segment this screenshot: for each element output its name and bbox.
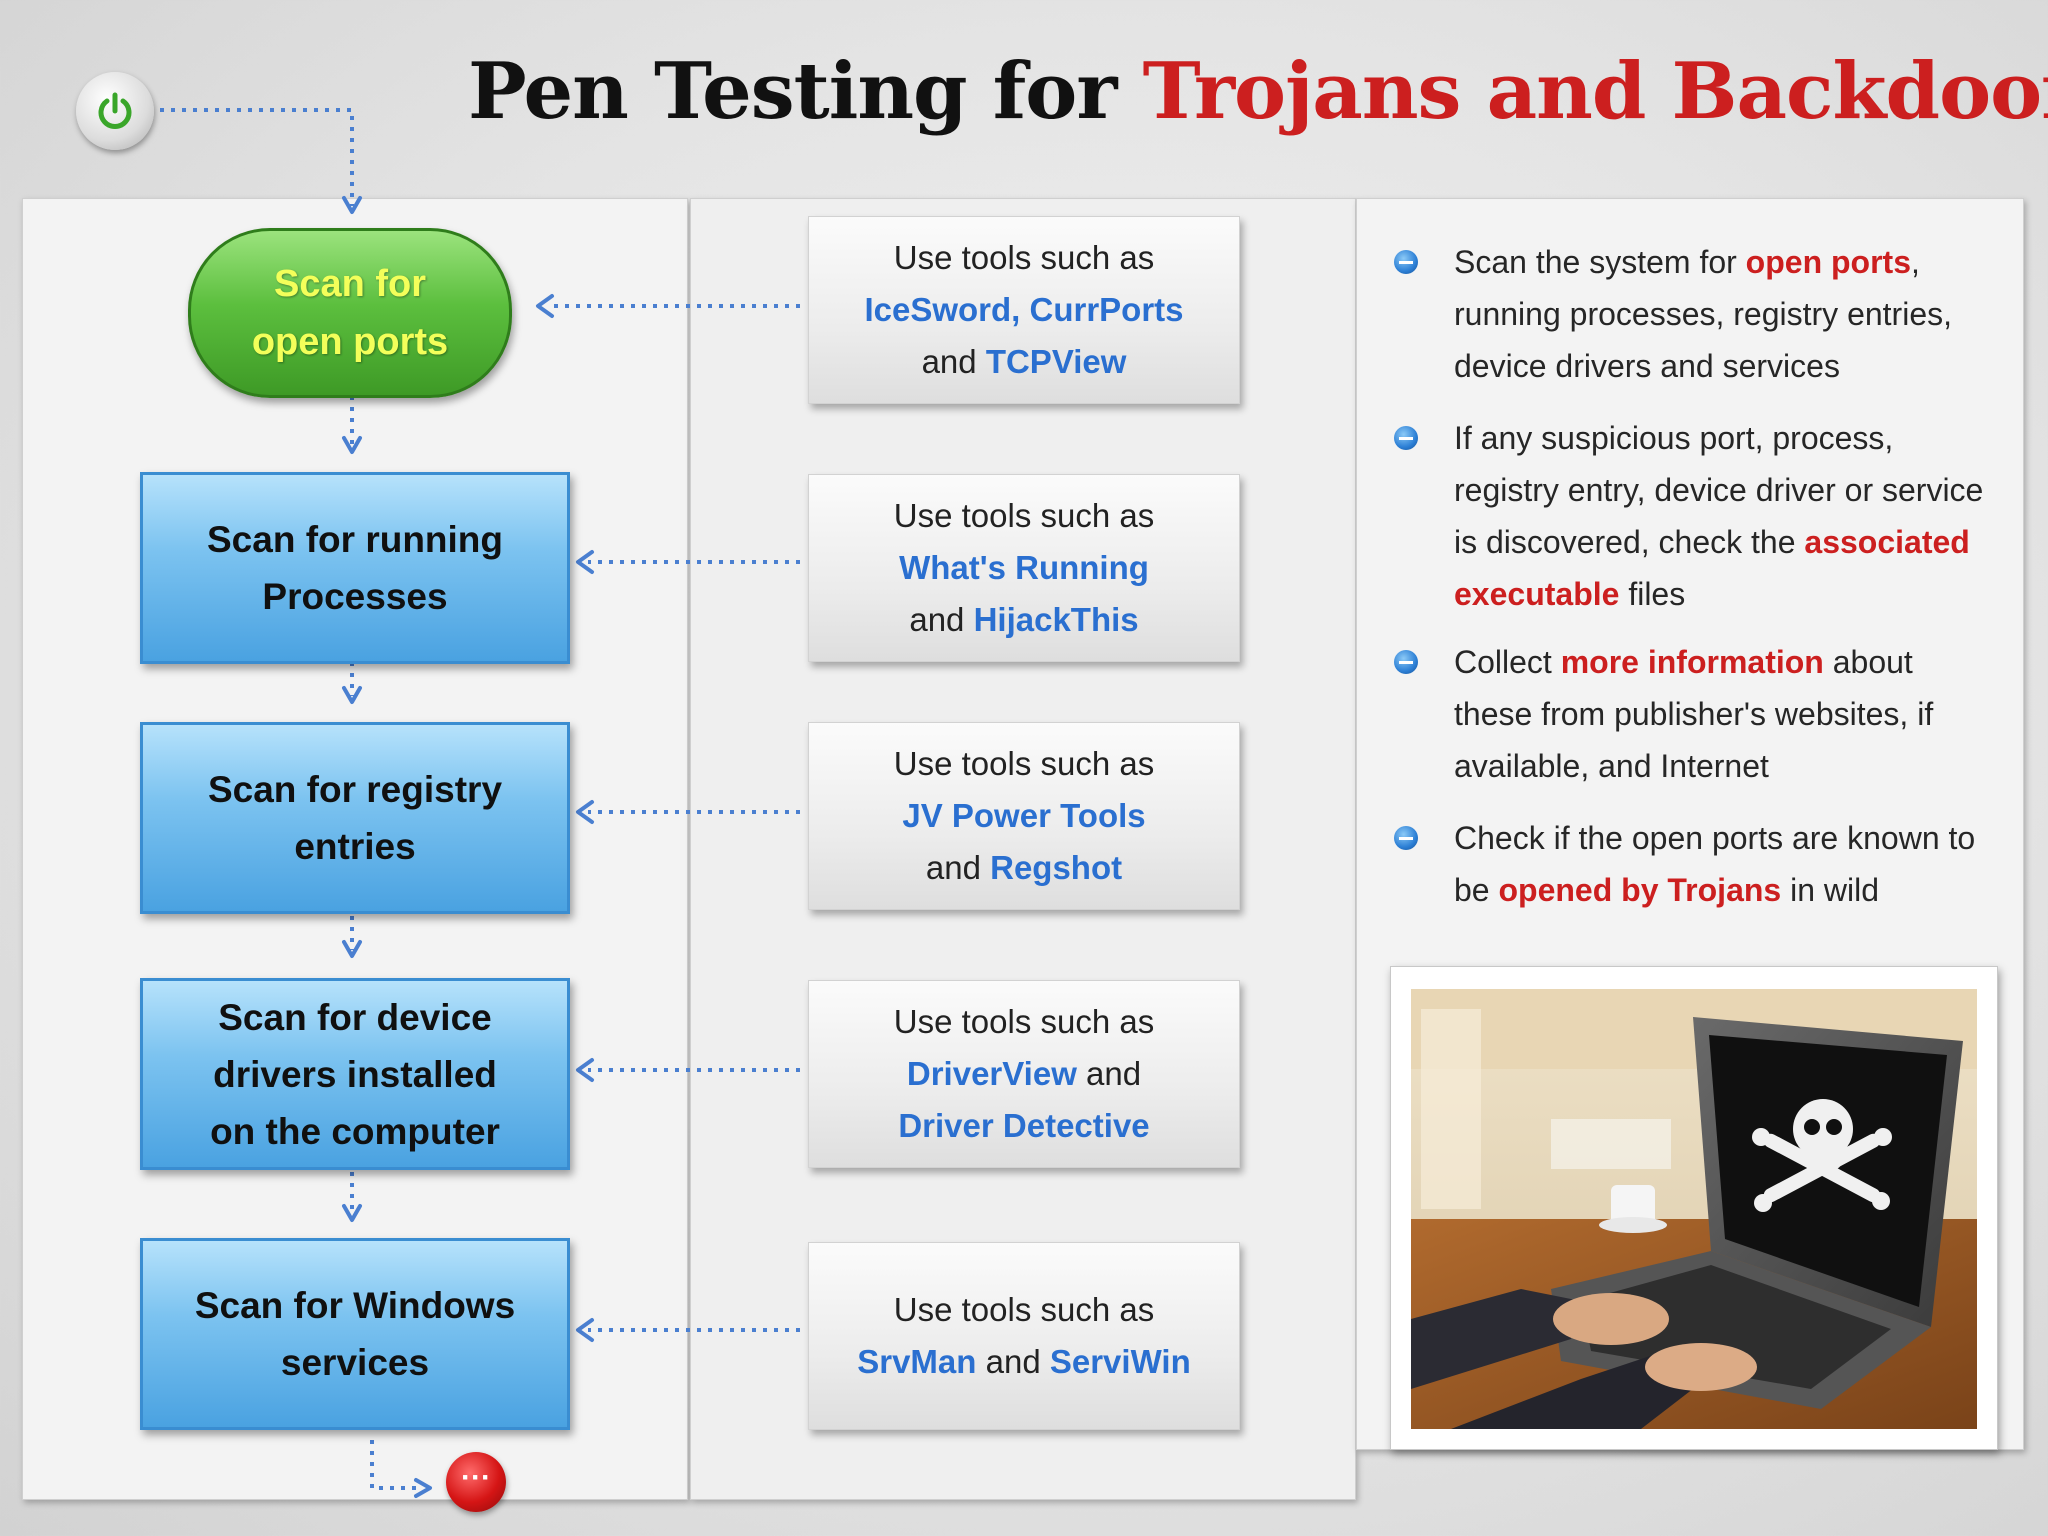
bullet-item: Scan the system for open ports, running … [1394, 236, 1994, 392]
step-line: Scan for running [207, 519, 503, 560]
tool-name: What's Running [899, 549, 1149, 586]
step-scan-processes: Scan for running Processes [140, 472, 570, 664]
bullet-highlight: associated executable [1454, 524, 1970, 612]
bullet-text: in wild [1781, 872, 1880, 908]
step-line: Scan for Windows [194, 1285, 516, 1326]
bullet-text: Collect [1454, 644, 1561, 680]
tools-and: and [1086, 1055, 1142, 1092]
bullet-text: Scan the system for [1454, 244, 1746, 280]
bullet-item: Check if the open ports are known to be … [1394, 812, 1994, 916]
bullet-text: Check if the open ports are known to be [1454, 820, 1976, 908]
tools-intro: Use tools such as [893, 497, 1155, 534]
tools-intro: Use tools such as [893, 1291, 1155, 1328]
tool-name: JV Power Tools [902, 797, 1146, 834]
bullet-text: If any suspicious port, process, registr… [1454, 420, 1984, 560]
tools-registry: Use tools such as JV Power Tools and Reg… [808, 722, 1240, 910]
power-icon [76, 72, 154, 150]
step-scan-services: Scan for Windows services [140, 1238, 570, 1430]
laptop-skull-photo [1390, 966, 1998, 1450]
tool-name: TCPView [985, 343, 1127, 380]
tools-open-ports: Use tools such as IceSword, CurrPorts an… [808, 216, 1240, 404]
tools-and: and [909, 601, 965, 638]
tool-name: DriverView [906, 1055, 1077, 1092]
bullet-highlight: more information [1560, 644, 1824, 680]
tools-drivers: Use tools such as DriverView and Driver … [808, 980, 1240, 1168]
title-part-1: Pen Testing for [468, 46, 1117, 137]
step-line: on the computer [210, 1110, 500, 1152]
stop-icon: ··· [446, 1452, 506, 1512]
tools-intro: Use tools such as [893, 239, 1155, 276]
tools-and: and [985, 1343, 1041, 1380]
bullet-item: If any suspicious port, process, registr… [1394, 412, 1994, 620]
bullet-icon [1394, 426, 1418, 450]
step-scan-drivers: Scan for device drivers installed on the… [140, 978, 570, 1170]
bullet-item: Collect more information about these fro… [1394, 636, 1994, 792]
tools-services: Use tools such as SrvMan and ServiWin [808, 1242, 1240, 1430]
tools-intro: Use tools such as [893, 745, 1155, 782]
bullet-icon [1394, 650, 1418, 674]
step-scan-registry: Scan for registry entries [140, 722, 570, 914]
step-line: Scan for registry [207, 769, 503, 810]
step-line: Scan for [273, 263, 427, 305]
bullet-icon [1394, 826, 1418, 850]
tools-intro: Use tools such as [893, 1003, 1155, 1040]
tool-name: ServiWin [1049, 1343, 1191, 1380]
page-title: Pen Testing for Trojans and Backdoors [468, 44, 2048, 140]
bullet-icon [1394, 250, 1418, 274]
step-scan-open-ports: Scan for open ports [188, 228, 512, 398]
tool-name: HijackThis [973, 601, 1139, 638]
tools-and: and [921, 343, 977, 380]
step-line: entries [294, 826, 416, 867]
tool-name: Regshot [990, 849, 1123, 886]
tools-processes: Use tools such as What's Running and Hij… [808, 474, 1240, 662]
tool-name: IceSword, CurrPorts [864, 291, 1184, 328]
tool-name: SrvMan [857, 1343, 977, 1380]
step-line: Scan for device [218, 996, 492, 1038]
title-part-2: Trojans and Backdoors [1142, 46, 2048, 137]
bullet-text: , running processes, registry entries, d… [1454, 244, 1952, 384]
step-line: services [280, 1342, 430, 1383]
bullet-highlight: opened by Trojans [1498, 872, 1782, 908]
step-line: open ports [251, 321, 449, 363]
tools-and: and [925, 849, 981, 886]
bullet-text: about these from publisher's websites, i… [1454, 644, 1934, 784]
bullet-text: files [1619, 576, 1686, 612]
step-line: drivers installed [213, 1053, 497, 1095]
step-line: Processes [262, 576, 448, 617]
tool-name: Driver Detective [898, 1107, 1150, 1144]
bullet-highlight: open ports [1745, 244, 1911, 280]
